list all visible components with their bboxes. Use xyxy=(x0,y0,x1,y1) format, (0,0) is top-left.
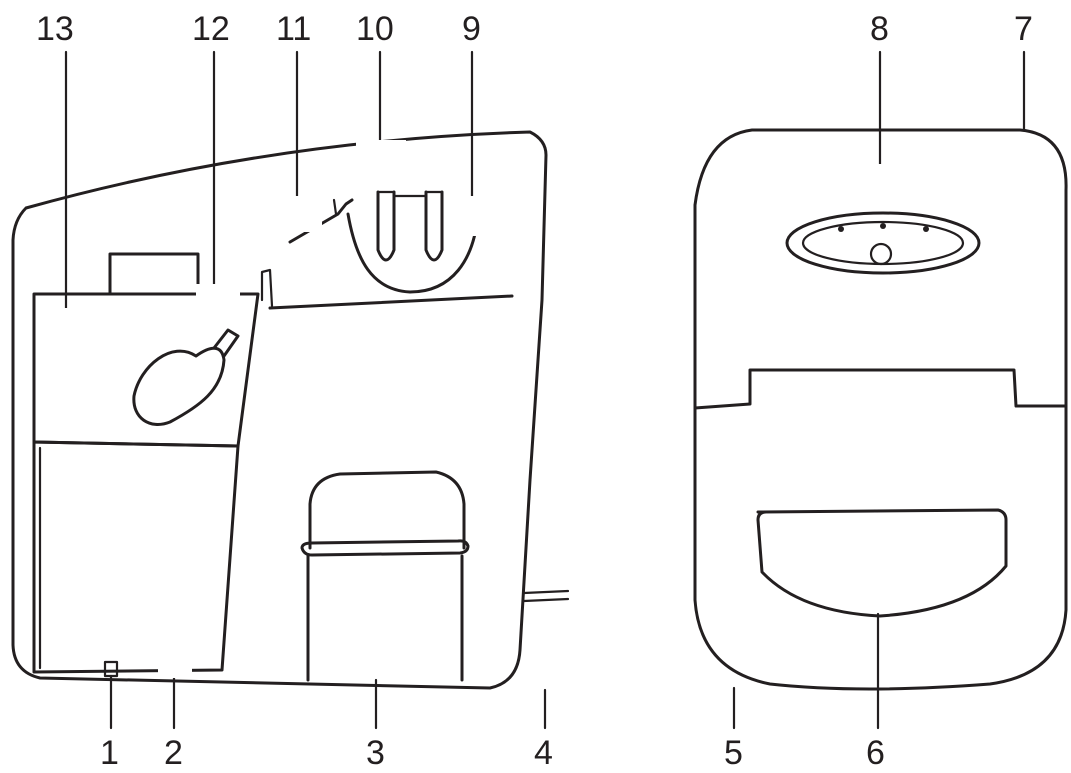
lid-hinge xyxy=(332,198,338,216)
divider-post xyxy=(260,268,274,308)
label-4: 4 xyxy=(534,734,553,772)
label-1: 1 xyxy=(100,734,119,772)
label-13: 13 xyxy=(36,10,74,48)
label-7: 7 xyxy=(1014,10,1033,48)
outlet-tube xyxy=(522,589,570,603)
lid-seam xyxy=(693,368,1068,410)
label-8: 8 xyxy=(870,10,889,48)
label-2: 2 xyxy=(164,734,183,772)
latch xyxy=(103,660,119,678)
leader-lines xyxy=(64,50,1026,730)
label-9: 9 xyxy=(462,10,481,48)
power-button xyxy=(869,242,893,266)
label-5: 5 xyxy=(724,734,743,772)
label-11: 11 xyxy=(276,10,311,48)
scoop xyxy=(132,346,226,426)
control-panel-outer xyxy=(785,211,981,275)
indicator-light-middle xyxy=(880,223,886,229)
part-labels: 13 12 11 10 9 8 7 1 2 3 4 5 6 xyxy=(36,10,1033,772)
indicator-light-left xyxy=(838,226,844,232)
front-window xyxy=(756,508,1008,618)
label-10: 10 xyxy=(356,10,394,48)
label-12: 12 xyxy=(192,10,230,48)
housing-outline xyxy=(11,130,548,690)
indicator-light-right xyxy=(923,226,929,232)
label-masks xyxy=(48,140,1052,678)
top-tray xyxy=(108,252,200,296)
label-3: 3 xyxy=(366,734,385,772)
test-tube-right xyxy=(424,190,444,262)
container-body xyxy=(306,554,464,682)
device-front-view xyxy=(11,130,570,690)
cup-holder xyxy=(346,212,480,294)
container-cap xyxy=(308,470,466,550)
container-rim xyxy=(300,539,470,557)
lower-bin xyxy=(32,440,240,674)
test-tube-left xyxy=(376,190,396,262)
tube-rack-top xyxy=(376,190,444,198)
scoop-handle xyxy=(212,328,240,358)
label-6: 6 xyxy=(866,734,885,772)
shelf-line xyxy=(268,294,514,310)
